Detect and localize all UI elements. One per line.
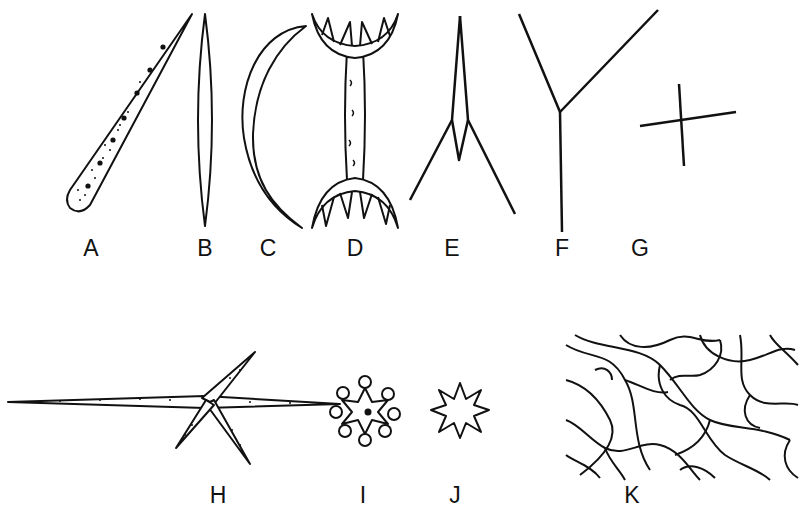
spicule-d [312,14,398,228]
figure-letter: K [624,484,639,507]
spicule-c [242,26,306,228]
figure-letter: I [360,484,366,507]
figure-letter: B [197,237,212,260]
figure-letter: G [631,237,649,260]
spicule-g [640,84,736,166]
spicule-h [8,352,340,464]
figure-letter: H [210,484,227,507]
spicule-k-network [566,335,798,480]
figure-letter: J [449,484,461,507]
spicule-b [198,14,212,226]
spicule-a [67,14,192,211]
figure-letter: E [444,237,459,260]
spicule-i [330,376,400,446]
figure-letter: C [260,237,277,260]
figure-letter: D [347,237,364,260]
spicule-j [431,383,489,438]
figure-letter: F [555,237,569,260]
spicule-e [410,16,515,214]
figure-letter: A [83,237,98,260]
spicule-f [519,10,658,232]
